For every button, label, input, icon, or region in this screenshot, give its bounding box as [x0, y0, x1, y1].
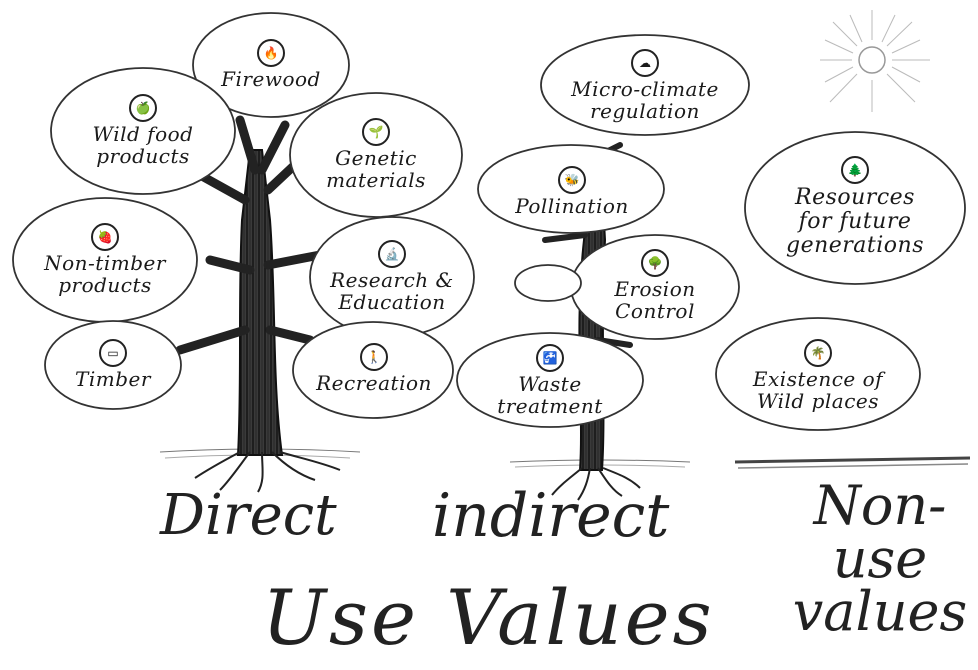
cloud-non-timber: 🍓 Non-timber products: [28, 213, 182, 307]
cloud-timber-label: Timber: [75, 367, 151, 392]
cloud-research-education: 🔬 Research & Education: [325, 232, 459, 322]
use-values-label: Use Values: [262, 573, 715, 662]
berry-icon: 🍓: [91, 223, 119, 252]
water-treatment-icon: 🚰: [536, 344, 564, 373]
cloud-small-shape: [514, 264, 582, 302]
microscope-icon: 🔬: [378, 240, 406, 269]
sun-icon: [820, 10, 930, 112]
cloud-waste-treatment: 🚰 Waste treatment: [478, 342, 622, 420]
roots-icon: 🌳: [641, 249, 669, 278]
cloud-wild-food-shape: [50, 67, 236, 195]
cloud-firewood-label: Firewood: [221, 67, 321, 92]
bee-icon: 🐝: [558, 166, 586, 195]
cloud-microclimate-shape: [540, 34, 750, 136]
campfire-icon: 🔥: [257, 39, 285, 68]
cloud-genetic-materials: 🌱 Genetic materials: [305, 108, 447, 202]
hiker-icon: 🚶: [360, 343, 388, 372]
log-icon: ▭: [99, 339, 127, 368]
cloud-pollination: 🐝 Pollination: [496, 160, 648, 224]
cloud-microclimate-label: Micro-climate regulation: [571, 77, 719, 123]
cloud-erosion: 🌳 Erosion Control: [588, 243, 722, 329]
cloud-research-label: Research & Education: [330, 268, 454, 314]
ground: [159, 448, 971, 469]
cloud-nontimber-label: Non-timber products: [44, 251, 166, 297]
cloud-genetic-label: Genetic materials: [326, 146, 426, 192]
cloud-existence: 🌴 Existence of Wild places: [735, 334, 901, 418]
direct-use-tree: [175, 115, 341, 493]
wild-food-icon: 🍏: [129, 94, 157, 123]
cloud-microclimate: ☁ Micro-climate regulation: [560, 43, 730, 129]
cloud-genetic-shape: [289, 92, 463, 218]
cloud-erosion-label: Erosion Control: [614, 277, 696, 323]
cloud-wild-food: 🍏 Wild food products: [68, 83, 218, 179]
cloud-icon: ☁: [631, 49, 659, 78]
cloud-waste-shape: [456, 332, 644, 428]
cloud-recreation: 🚶 Recreation: [310, 332, 438, 406]
cloud-pollination-label: Pollination: [515, 194, 629, 219]
cloud-waste-label: Waste treatment: [497, 372, 603, 418]
seed-icon: 🌱: [362, 118, 390, 147]
cloud-existence-shape: [715, 317, 921, 431]
cloud-future-label: Resources for future generations: [785, 185, 924, 258]
non-use-values-label: Non- use values: [792, 474, 968, 643]
cloud-recreation-label: Recreation: [316, 371, 432, 396]
cloud-future-generations: 🌲 Resources for future generations: [765, 143, 945, 271]
cloud-wild-food-label: Wild food products: [92, 122, 194, 168]
cloud-future-shape: [744, 131, 966, 285]
family-tree-icon: 🌲: [841, 156, 869, 185]
cloud-existence-label: Existence of Wild places: [752, 367, 884, 413]
indirect-label: indirect: [432, 481, 670, 551]
cloud-timber: ▭ Timber: [60, 330, 166, 400]
direct-label: Direct: [160, 483, 337, 548]
cloud-firewood: 🔥 Firewood: [211, 25, 331, 105]
forest-icon: 🌴: [804, 339, 832, 368]
